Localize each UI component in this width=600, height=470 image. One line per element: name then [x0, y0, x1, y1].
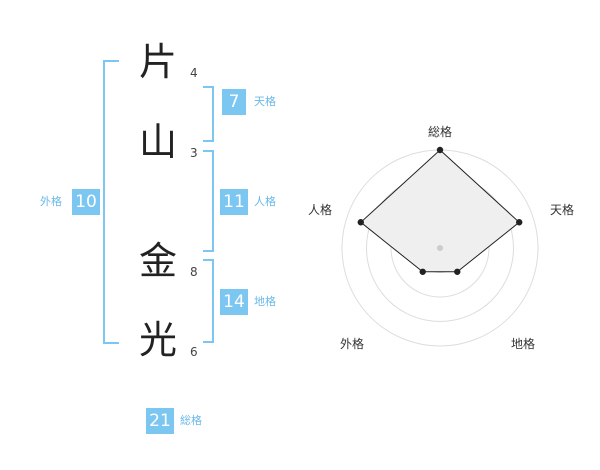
jinkaku-label: 人格: [254, 195, 276, 208]
stroke-count-1: 4: [190, 66, 198, 80]
name-char-1: 片: [138, 40, 177, 84]
tenkaku-badge: 7: [222, 89, 246, 115]
radar-point-5: [357, 219, 364, 226]
radar-axis-label-soukaku: 総格: [428, 125, 453, 139]
chikaku-label: 地格: [254, 295, 276, 308]
tenkaku-bracket: [203, 86, 214, 142]
jinkaku-badge: 11: [220, 189, 248, 215]
soukaku-badge: 21: [146, 408, 174, 434]
tenkaku-label: 天格: [254, 95, 276, 108]
name-char-4: 光: [138, 318, 177, 362]
gaikaku-label: 外格: [40, 195, 62, 208]
name-char-3: 金: [138, 239, 177, 283]
gaikaku-badge: 10: [72, 189, 100, 215]
radar-point-1: [436, 146, 444, 154]
stroke-count-4: 6: [190, 345, 198, 359]
radar-chart: [341, 146, 539, 347]
radar-center-dot: [437, 245, 443, 251]
radar-point-4: [419, 268, 426, 275]
stroke-count-3: 8: [190, 265, 198, 279]
name-char-2: 山: [138, 120, 177, 164]
radar-axis-label-chikaku: 地格: [511, 337, 536, 351]
stroke-count-2: 3: [190, 146, 198, 160]
radar-point-3: [454, 268, 461, 275]
jinkaku-bracket: [203, 150, 214, 252]
radar-axis-label-jinkaku: 人格: [308, 203, 333, 217]
chikaku-bracket: [203, 259, 214, 343]
radar-point-2: [516, 219, 523, 226]
chikaku-badge: 14: [220, 289, 248, 315]
radar-series-polygon: [360, 149, 520, 273]
radar-axis-label-gaikaku: 外格: [340, 337, 365, 351]
gaikaku-bracket: [103, 60, 119, 344]
soukaku-label: 総格: [180, 414, 202, 427]
radar-axis-label-tenkaku: 天格: [550, 203, 575, 217]
